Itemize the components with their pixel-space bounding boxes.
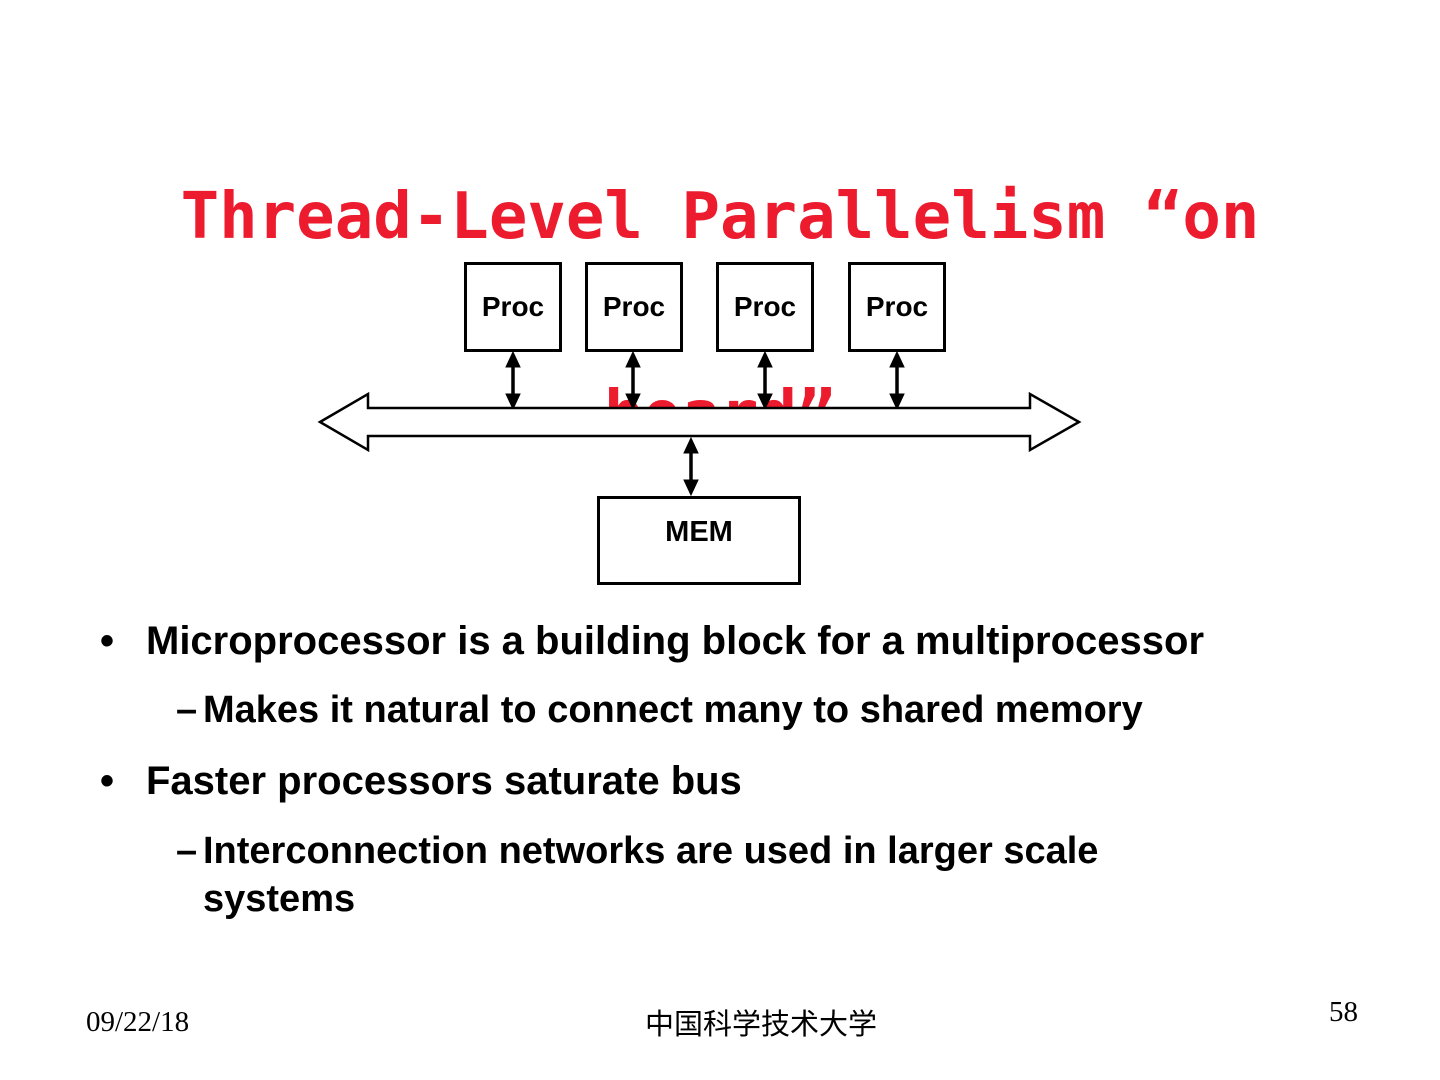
bullet-text-line: Microprocessor is a building block for a…	[146, 619, 1205, 663]
mem-bus-arrow	[683, 436, 699, 497]
page-number: 58	[1329, 996, 1358, 1028]
proc-bus-arrow-3	[757, 350, 773, 411]
mem-box-label: MEM	[665, 516, 733, 548]
proc-box-1: Proc	[464, 262, 562, 352]
bullet-marker: •	[100, 619, 115, 663]
bus-diagram-arrows	[317, 350, 1082, 497]
footer-date: 09/22/18	[86, 1006, 190, 1038]
proc-bus-arrow-2	[625, 350, 641, 411]
sub-bullet-text-line: systems	[203, 878, 356, 920]
bullet-text-line: Faster processors saturate bus	[146, 759, 742, 803]
proc-box-1-label: Proc	[481, 291, 545, 322]
footer-organization: 中国科学技术大学	[644, 1009, 877, 1041]
sub-bullet-text-line: Interconnection networks are used in lar…	[203, 830, 1099, 872]
bullet-text: Faster processors saturate bus	[146, 757, 1396, 805]
sub-bullet-text: Interconnection networks are used in lar…	[203, 827, 1353, 923]
bullet-marker: •	[100, 759, 115, 803]
proc-box-2: Proc	[585, 262, 683, 352]
dash-marker: –	[176, 830, 198, 872]
sub-bullet-text-line: Makes it natural to connect many to shar…	[203, 689, 1143, 731]
sub-bullet-text: Makes it natural to connect many to shar…	[203, 686, 1353, 734]
proc-box-3-label: Proc	[733, 291, 797, 322]
dash-marker: –	[176, 689, 198, 731]
proc-box-2-label: Proc	[602, 291, 666, 322]
proc-bus-arrow-1	[505, 350, 521, 411]
proc-box-4-label: Proc	[865, 291, 929, 322]
slide-title-line-1: Thread-Level Parallelism “on	[180, 180, 1260, 254]
proc-box-4: Proc	[848, 262, 946, 352]
proc-box-3: Proc	[716, 262, 814, 352]
bus-double-arrow	[317, 391, 1082, 453]
bullet-text: Microprocessor is a building block for a…	[146, 617, 1396, 665]
proc-bus-arrow-4	[889, 350, 905, 411]
mem-box: MEM	[597, 496, 801, 585]
